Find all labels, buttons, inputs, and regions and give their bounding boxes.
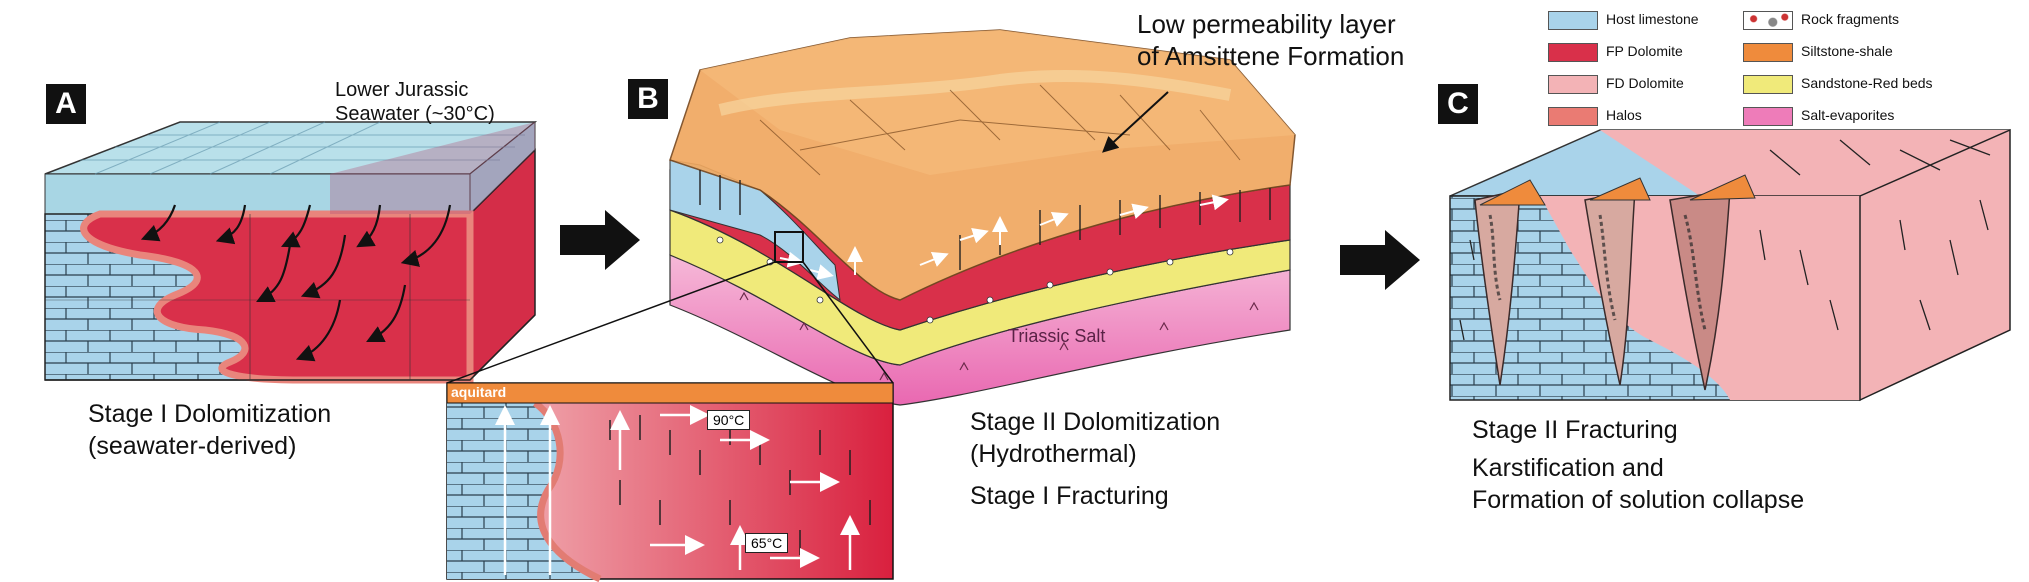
legend-label: Halos: [1606, 107, 1642, 123]
legend-item-fd-dolomite: FD Dolomite: [1548, 72, 1684, 94]
panel-b-label: B: [628, 79, 668, 119]
legend-item-rock-fragments: Rock fragments: [1743, 8, 1899, 30]
legend-item-halos: Halos: [1548, 104, 1642, 126]
panel-b-layer-note-line1: Low permeability layer: [1137, 9, 1396, 39]
legend-swatch: [1548, 74, 1598, 94]
legend-label: FP Dolomite: [1606, 43, 1683, 59]
panel-a-seawater-line1: Lower Jurassic: [335, 79, 469, 101]
legend-swatch: [1743, 42, 1793, 62]
legend-item-siltstone-shale: Siltstone-shale: [1743, 40, 1893, 62]
stage-arrow-bc: [1340, 230, 1420, 290]
panel-b-caption-fracturing: Stage I Fracturing: [970, 482, 1169, 510]
panel-b-caption-line2: (Hydrothermal): [970, 440, 1137, 468]
panel-c-caption-line3: Formation of solution collapse: [1472, 486, 1805, 514]
panel-b-layer-note-line2: of Amsittene Formation: [1137, 41, 1405, 71]
legend-item-salt-evaporites: Salt-evaporites: [1743, 104, 1894, 126]
stage-arrow-ab: [560, 210, 640, 270]
legend-label: Sandstone-Red beds: [1801, 75, 1933, 91]
panel-c-caption-line2: Karstification and: [1472, 454, 1664, 482]
legend-item-host-limestone: Host limestone: [1548, 8, 1699, 30]
legend-label: Rock fragments: [1801, 11, 1900, 27]
legend-label: Host limestone: [1606, 11, 1699, 27]
panel-c-caption-line1: Stage II Fracturing: [1472, 416, 1678, 444]
panel-c-block: [1449, 128, 2011, 402]
legend-swatch: [1548, 42, 1598, 62]
panel-c-label: C: [1438, 84, 1478, 124]
panel-b-salt-label: Triassic Salt: [1008, 326, 1106, 346]
panel-b-inset: [446, 382, 894, 582]
legend-swatch: [1743, 106, 1793, 126]
legend-item-sandstone-red-beds: Sandstone-Red beds: [1743, 72, 1933, 94]
panel-a-label: A: [46, 84, 86, 124]
panel-a-seawater-line2: Seawater (~30°C): [335, 103, 495, 125]
panel-a-caption-line1: Stage I Dolomitization: [88, 400, 332, 428]
legend-swatch: [1548, 106, 1598, 126]
legend-label: Siltstone-shale: [1801, 43, 1893, 59]
panel-b-temp-high: 90°C: [707, 410, 751, 430]
legend-swatch: [1743, 74, 1793, 94]
legend-label: FD Dolomite: [1606, 75, 1684, 91]
panel-b-block: [446, 29, 1296, 406]
panel-a-caption-line2: (seawater-derived): [88, 432, 297, 460]
legend: Host limestone FP Dolomite FD Dolomite H…: [1548, 6, 2018, 128]
legend-item-fp-dolomite: FP Dolomite: [1548, 40, 1683, 62]
rock-fragments-icon: [1743, 10, 1793, 30]
legend-swatch: [1548, 10, 1598, 30]
legend-label: Salt-evaporites: [1801, 107, 1895, 123]
panel-a-block: [44, 120, 538, 384]
panel-b-caption-line1: Stage II Dolomitization: [970, 408, 1221, 436]
panel-b-inset-aquitard: aquitard: [451, 384, 507, 400]
panel-b-temp-low: 65°C: [745, 533, 789, 553]
